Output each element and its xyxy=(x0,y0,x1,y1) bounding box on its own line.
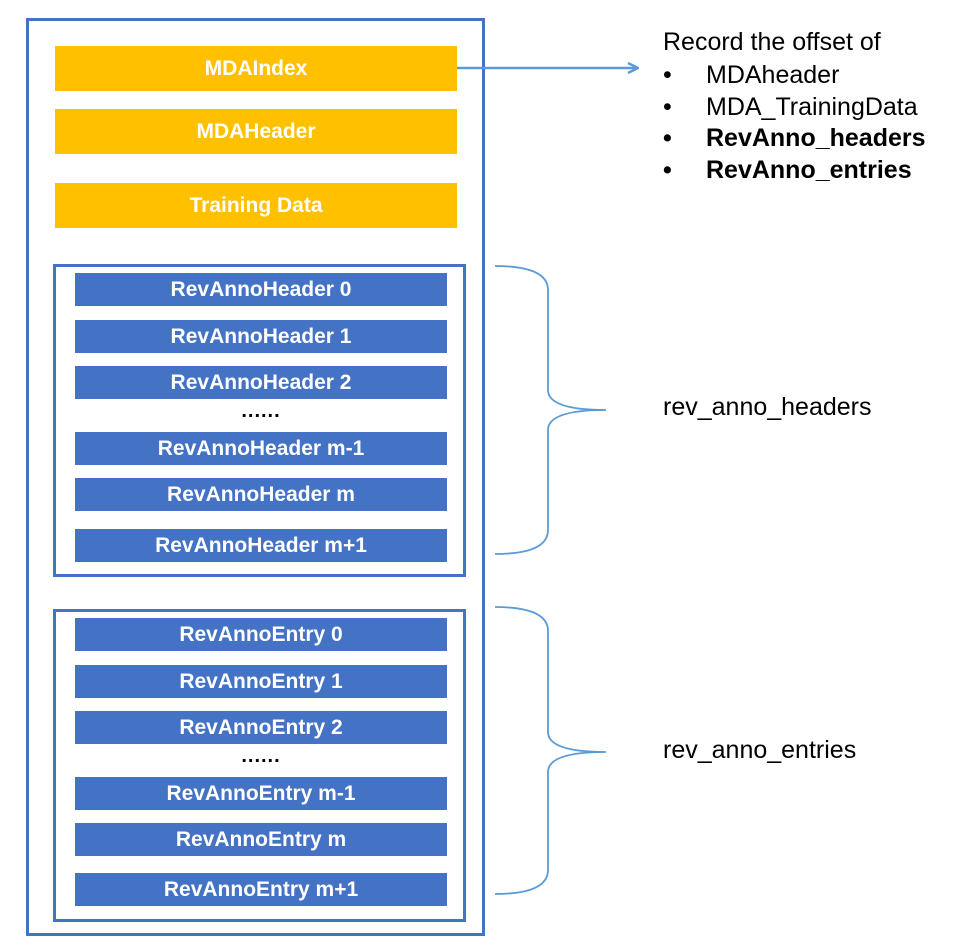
offset-item-revanno-headers: • RevAnno_headers xyxy=(663,123,926,155)
headers-brace xyxy=(494,265,607,555)
offset-item-mda-header: • MDAheader xyxy=(663,60,926,92)
offset-item-label: MDAheader xyxy=(706,61,840,89)
bullet-icon: • xyxy=(663,155,672,184)
rev-anno-entry-0-label: RevAnnoEntry 0 xyxy=(179,622,343,646)
offset-item-label: RevAnno_headers xyxy=(706,124,926,152)
rev-anno-header-1: RevAnnoHeader 1 xyxy=(75,320,447,353)
rev-anno-entries-group xyxy=(53,609,466,922)
mda-index-block: MDAIndex xyxy=(55,46,457,91)
bullet-icon: • xyxy=(663,92,672,121)
rev-anno-header-0-label: RevAnnoHeader 0 xyxy=(170,277,352,301)
offset-item-label: MDA_TrainingData xyxy=(706,92,918,121)
rev-anno-entry-1-label: RevAnnoEntry 1 xyxy=(179,669,343,693)
rev-anno-header-m-plus-1-label: RevAnnoHeader m+1 xyxy=(155,533,367,557)
bullet-icon: • xyxy=(663,124,672,152)
entries-ellipsis: ...... xyxy=(241,745,281,767)
rev-anno-header-m-minus-1-label: RevAnnoHeader m-1 xyxy=(157,436,365,460)
offset-note-title: Record the offset of xyxy=(663,28,881,56)
rev-anno-header-1-label: RevAnnoHeader 1 xyxy=(170,324,352,348)
offset-item-label: RevAnno_entries xyxy=(706,155,912,184)
rev-anno-header-m-plus-1: RevAnnoHeader m+1 xyxy=(75,529,447,562)
rev-anno-entry-m-minus-1: RevAnnoEntry m-1 xyxy=(75,777,447,810)
rev-anno-headers-label: rev_anno_headers xyxy=(663,393,872,421)
offset-note-list: • MDAheader • MDA_TrainingData • RevAnno… xyxy=(663,60,926,186)
mda-header-label: MDAHeader xyxy=(196,119,316,143)
rev-anno-header-m: RevAnnoHeader m xyxy=(75,478,447,511)
rev-anno-header-0: RevAnnoHeader 0 xyxy=(75,273,447,306)
rev-anno-entry-m-plus-1-label: RevAnnoEntry m+1 xyxy=(163,877,359,901)
rev-anno-entry-m-minus-1-label: RevAnnoEntry m-1 xyxy=(166,781,356,805)
rev-anno-header-m-label: RevAnnoHeader m xyxy=(167,482,355,506)
rev-anno-entries-label: rev_anno_entries xyxy=(663,736,857,764)
rev-anno-entry-2: RevAnnoEntry 2 xyxy=(75,711,447,744)
rev-anno-header-m-minus-1: RevAnnoHeader m-1 xyxy=(75,432,447,465)
rev-anno-entry-m-plus-1: RevAnnoEntry m+1 xyxy=(75,873,447,906)
training-data-label: Training Data xyxy=(189,193,323,217)
offset-item-revanno-entries: • RevAnno_entries xyxy=(663,155,926,187)
file-layout-container xyxy=(26,18,485,936)
rev-anno-entry-2-label: RevAnnoEntry 2 xyxy=(179,715,343,739)
mda-index-label: MDAIndex xyxy=(204,56,308,80)
offset-item-mda-training-data: • MDA_TrainingData xyxy=(663,92,926,124)
rev-anno-entry-m-label: RevAnnoEntry m xyxy=(175,827,347,851)
rev-anno-entry-0: RevAnnoEntry 0 xyxy=(75,618,447,651)
mda-header-block: MDAHeader xyxy=(55,109,457,154)
rev-anno-header-2-label: RevAnnoHeader 2 xyxy=(170,370,352,394)
rev-anno-headers-group xyxy=(53,264,466,577)
training-data-block: Training Data xyxy=(55,183,457,228)
bullet-icon: • xyxy=(663,61,672,89)
headers-ellipsis: ...... xyxy=(241,400,281,422)
rev-anno-entry-m: RevAnnoEntry m xyxy=(75,823,447,856)
rev-anno-header-2: RevAnnoHeader 2 xyxy=(75,366,447,399)
rev-anno-entry-1: RevAnnoEntry 1 xyxy=(75,665,447,698)
entries-brace xyxy=(494,606,607,895)
